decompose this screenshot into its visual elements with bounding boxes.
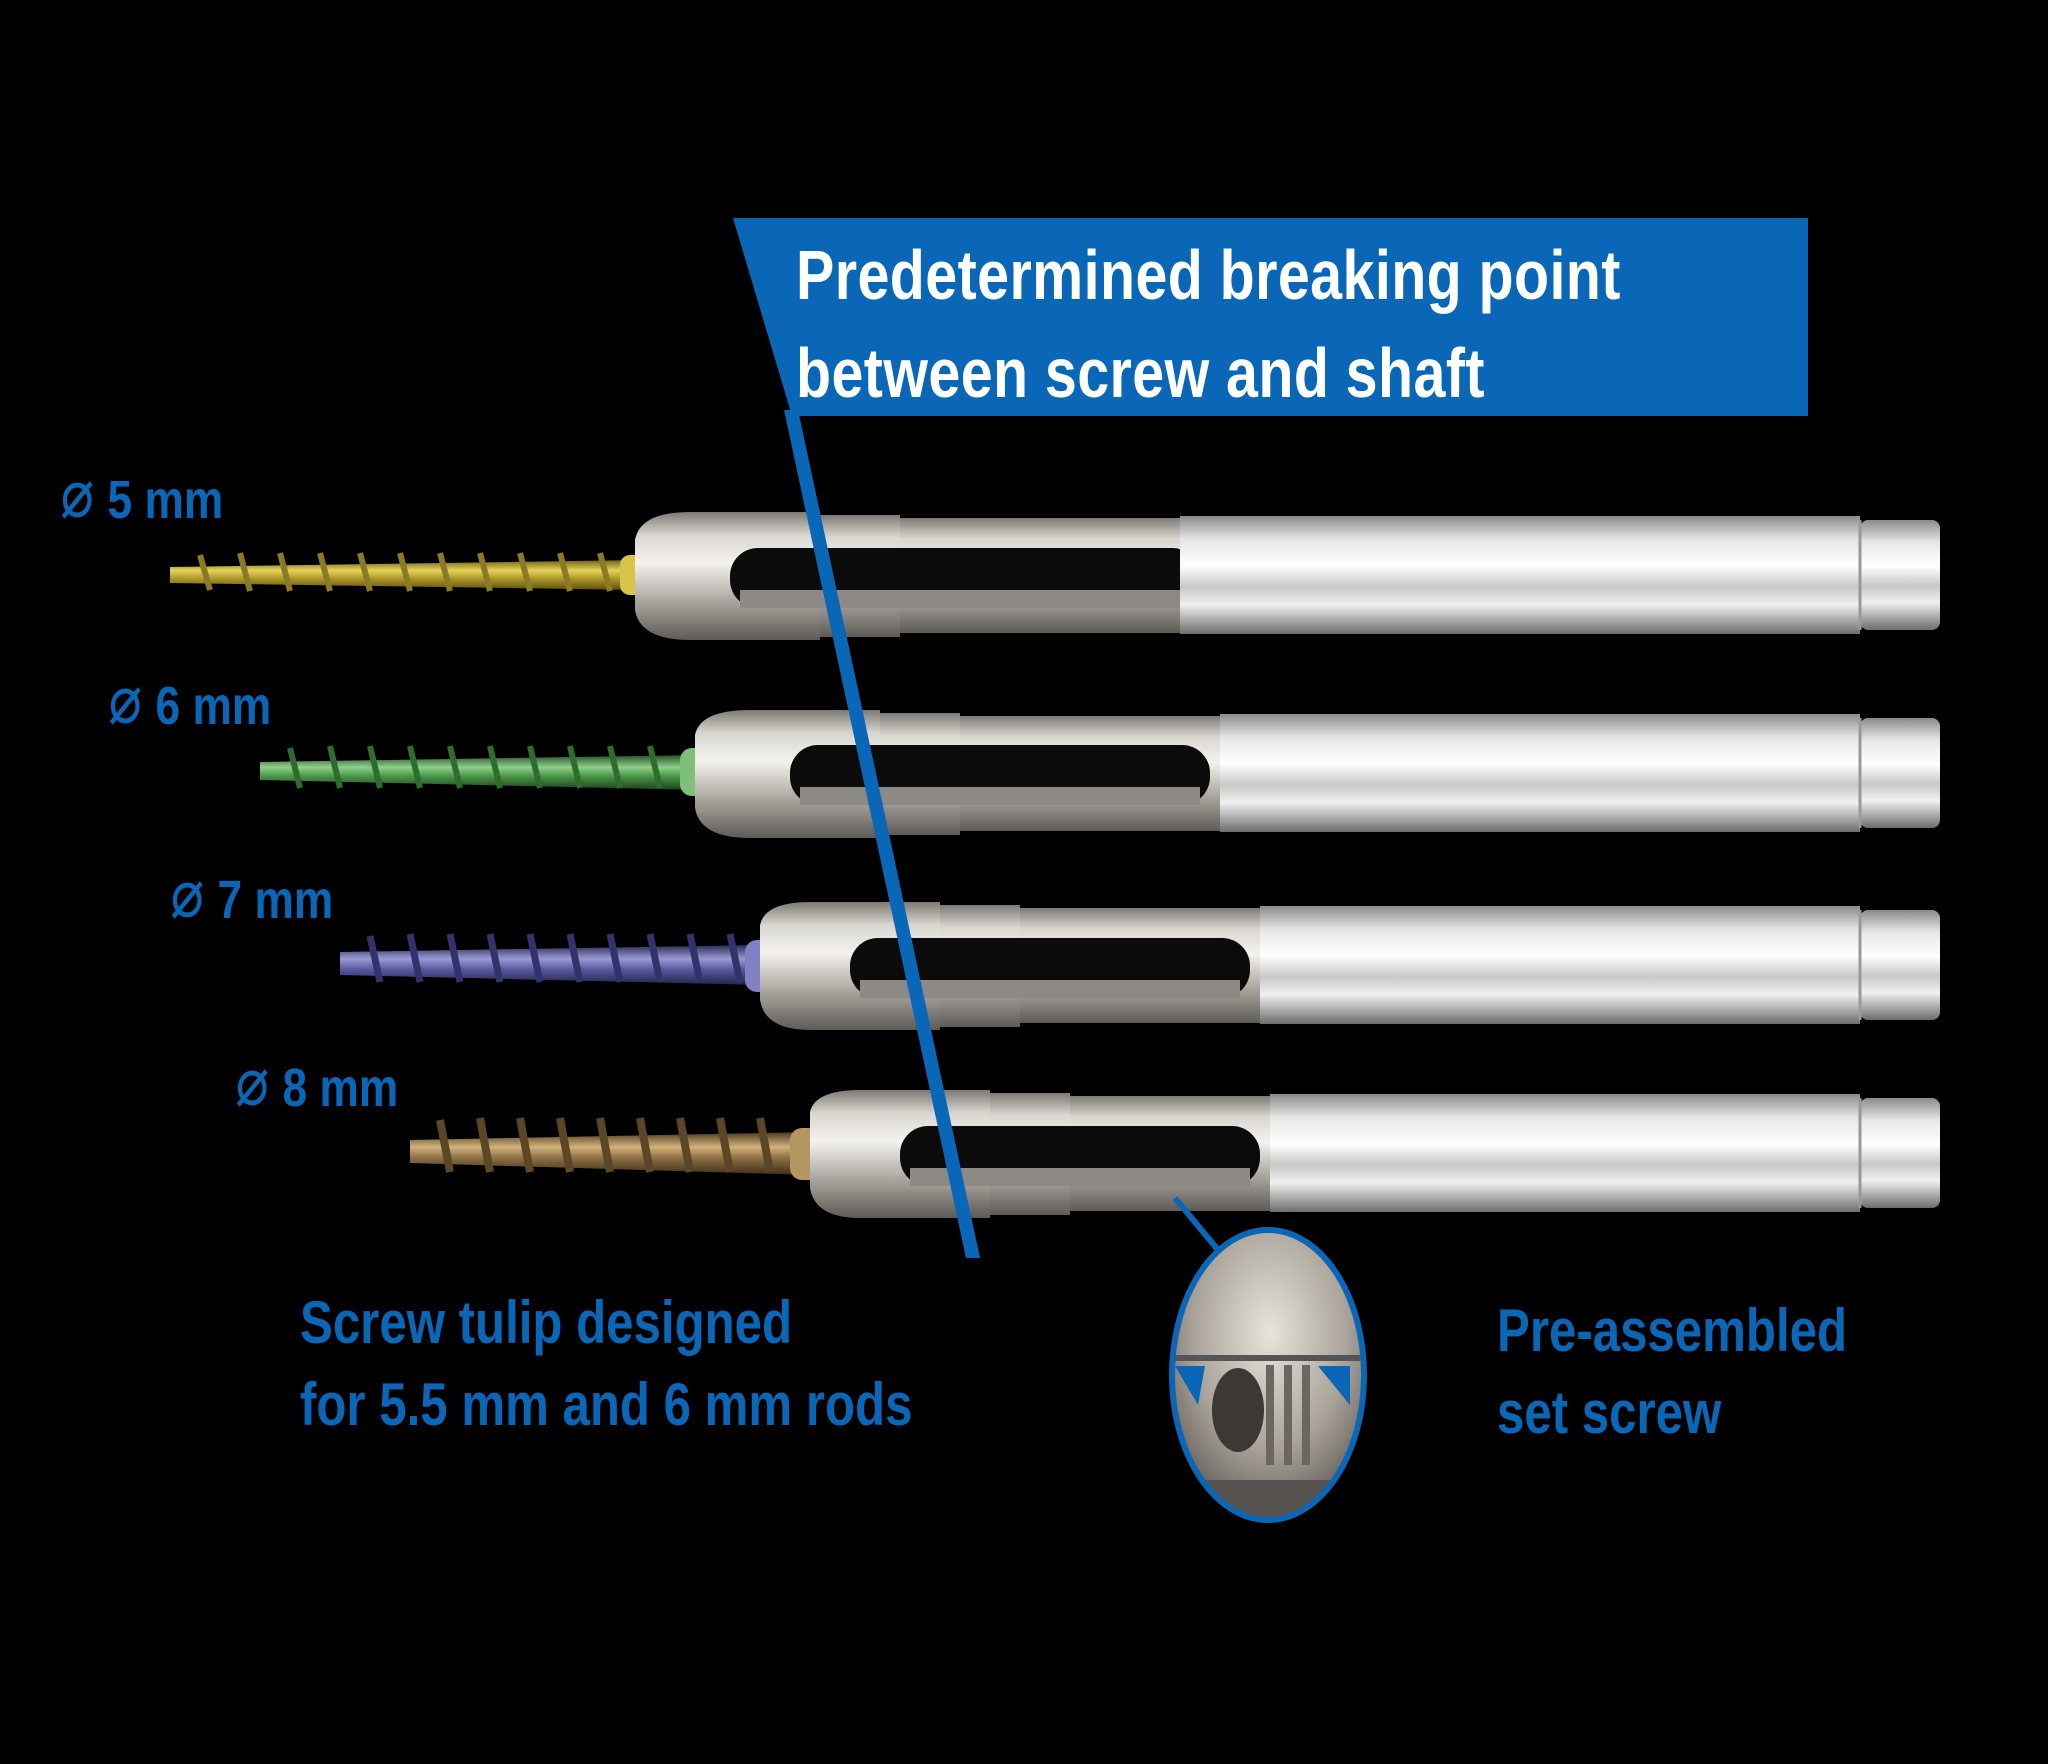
instrument-7mm xyxy=(340,902,1940,1030)
callout-pointer-line xyxy=(784,410,980,1258)
instrument-8mm xyxy=(410,1090,1940,1218)
instrument-5mm xyxy=(170,512,1940,640)
breaking-point-callout: Predetermined breaking point between scr… xyxy=(796,226,1621,422)
diameter-label-7mm: 7 mm xyxy=(170,870,333,930)
diameter-symbol-icon xyxy=(171,881,203,919)
callout-box xyxy=(733,218,1808,416)
diameter-symbol-icon xyxy=(236,1069,268,1107)
diameter-symbol-icon xyxy=(109,687,141,725)
diameter-symbol-icon xyxy=(61,481,93,519)
callout-line-1: Predetermined breaking point xyxy=(796,236,1621,314)
screw-tulip-label: Screw tulip designed for 5.5 mm and 6 mm… xyxy=(300,1289,913,1438)
set-screw-magnifier xyxy=(1172,1230,1364,1520)
instrument-6mm xyxy=(260,710,1940,838)
diameter-label-8mm: 8 mm xyxy=(235,1058,398,1118)
diameter-label-5mm: 5 mm xyxy=(60,470,223,530)
set-screw-label: Pre-assembled set screw xyxy=(1497,1297,1848,1446)
diameter-label-6mm: 6 mm xyxy=(108,676,271,736)
callout-line-2: between screw and shaft xyxy=(796,334,1485,412)
